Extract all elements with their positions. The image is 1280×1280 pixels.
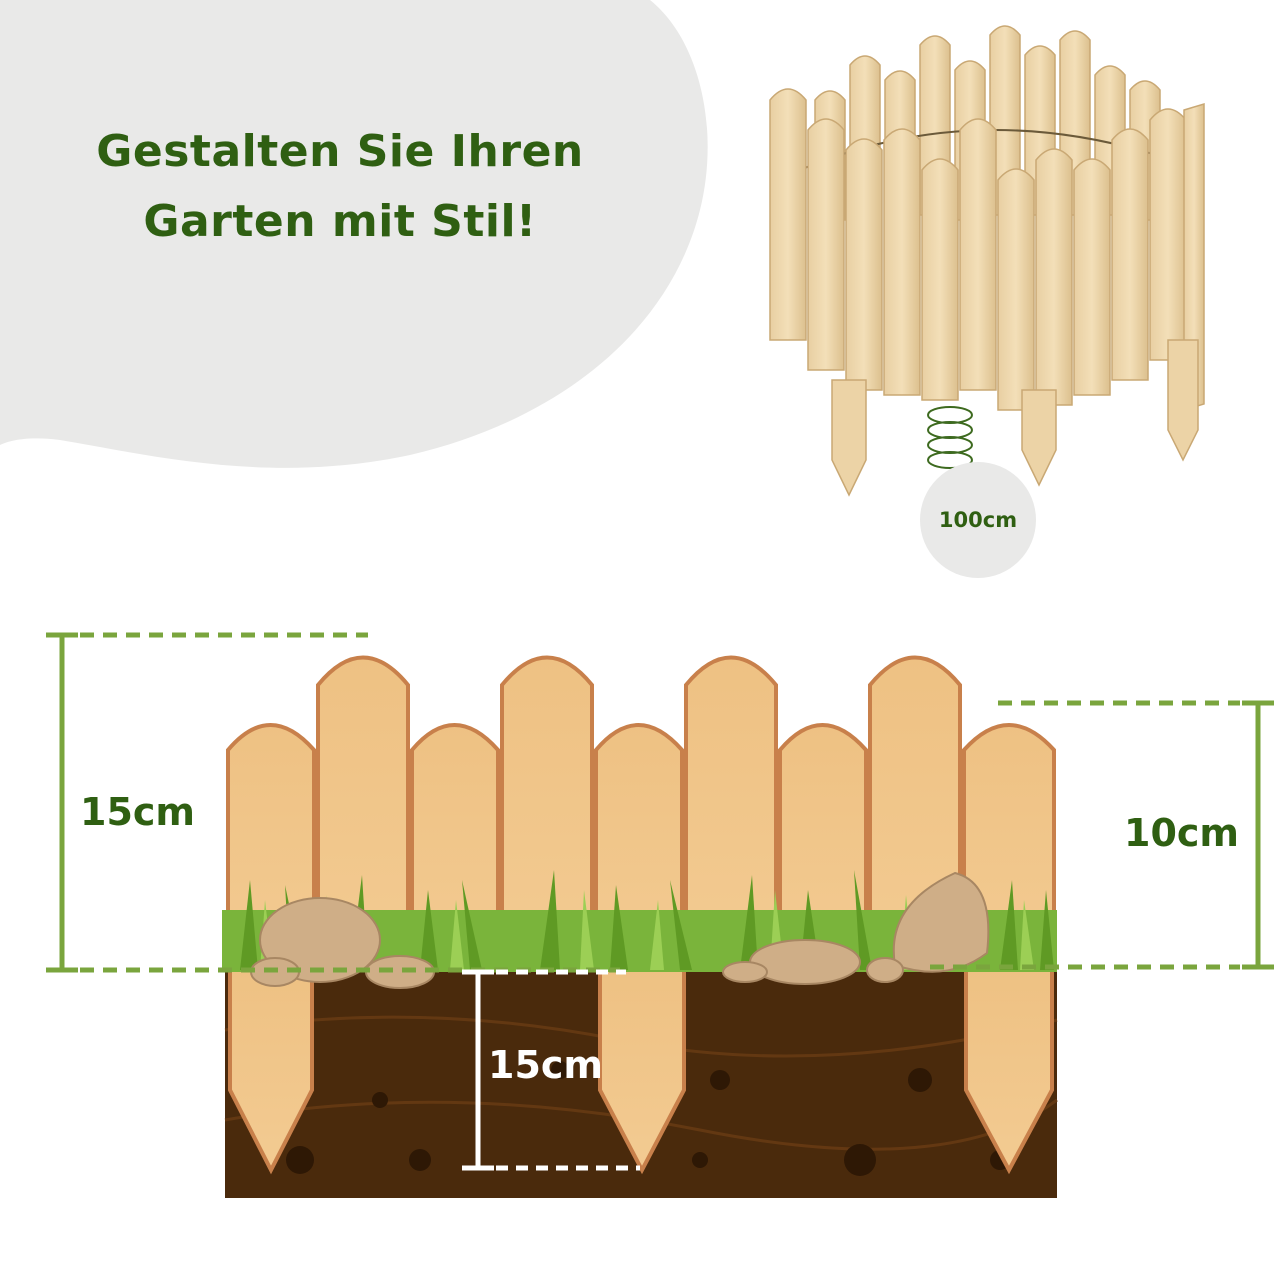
stone: [866, 957, 904, 983]
stone: [749, 939, 861, 985]
ground-depth-label: 15cm: [488, 1043, 604, 1087]
headline-line-1: Gestalten Sie Ihren: [96, 126, 584, 177]
fence-cross-section: [46, 632, 1274, 1198]
stone: [722, 961, 768, 983]
roll-length-badge: 100cm: [920, 462, 1036, 578]
board: [778, 723, 868, 972]
background-blob: [0, 0, 708, 468]
board: [500, 655, 594, 972]
board: [684, 655, 778, 972]
board: [316, 655, 410, 972]
headline-line-2: Garten mit Stil!: [143, 196, 537, 247]
roll-length-label: 100cm: [938, 508, 1018, 532]
total-height-label: 15cm: [80, 790, 196, 834]
rolled-fence-illustration: [769, 25, 1205, 497]
stone: [365, 955, 435, 989]
stone: [892, 871, 990, 973]
short-height-label: 10cm: [1124, 811, 1240, 855]
board: [410, 723, 500, 972]
